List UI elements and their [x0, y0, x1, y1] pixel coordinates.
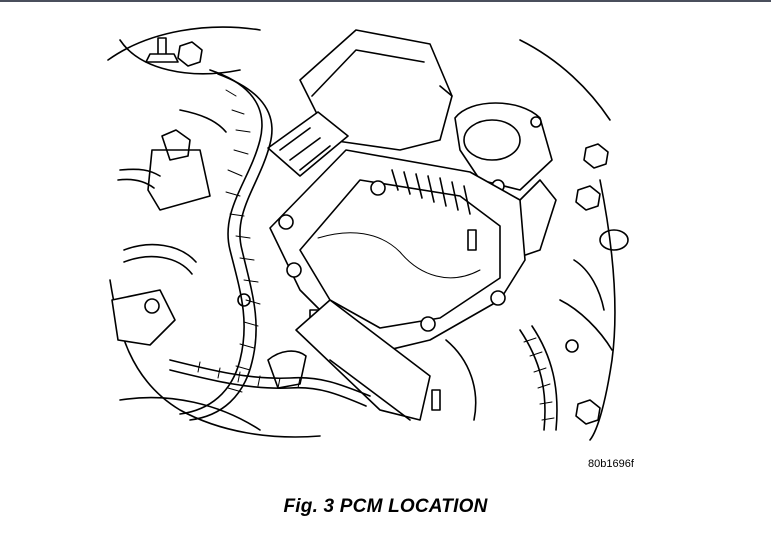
top-border-rule — [0, 0, 771, 2]
figure-code: 80b1696f — [588, 458, 634, 470]
pcm-engine-bay-illustration — [107, 26, 629, 441]
figure-caption: Fig. 3 PCM LOCATION — [283, 496, 488, 517]
